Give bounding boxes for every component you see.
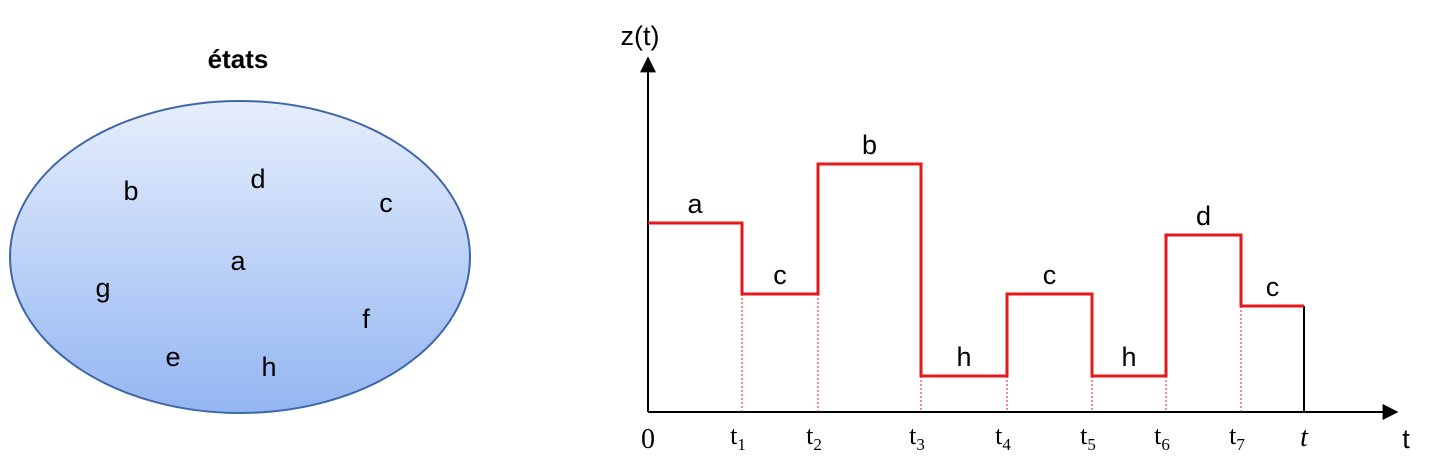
x-axis-label: t [1402, 424, 1410, 454]
tick-label-t5: t5 [1080, 421, 1096, 454]
segment-label-b: b [862, 130, 877, 160]
tick-label-t3: t3 [909, 421, 925, 454]
tick-label-t6: t6 [1154, 421, 1170, 454]
states-ellipse [9, 100, 471, 414]
segment-label-a: a [687, 189, 703, 219]
state-label-c: c [379, 188, 393, 218]
state-label-f: f [362, 304, 370, 334]
y-axis-label: z(t) [621, 21, 660, 51]
tick-label-t4: t4 [995, 421, 1011, 454]
origin-label: 0 [641, 424, 655, 455]
states-panel: états b d c a g f e h [9, 44, 471, 414]
segment-labels: a c b h c h d c [687, 130, 1279, 372]
time-tick-labels: t1 t2 t3 t4 t5 t6 t7 [730, 421, 1245, 454]
state-label-d: d [250, 164, 265, 194]
state-label-e: e [165, 342, 180, 372]
tick-label-t2: t2 [806, 421, 822, 454]
segment-label-c: c [773, 260, 787, 290]
segment-label-d: d [1196, 201, 1211, 231]
state-trajectory-line [648, 162, 1304, 378]
state-label-a: a [230, 246, 246, 276]
segment-label-c: c [1266, 272, 1280, 302]
tick-label-t7: t7 [1229, 421, 1245, 454]
chart: z(t) t 0 t a c b h c h d c t1 t2 t3 t4 t5 t6 t7 [621, 21, 1411, 455]
segment-label-c: c [1043, 260, 1057, 290]
segment-label-h: h [1121, 342, 1136, 372]
tick-label-t1: t1 [730, 421, 746, 454]
state-label-g: g [95, 273, 110, 303]
state-label-b: b [123, 176, 138, 206]
states-title: états [208, 44, 269, 74]
end-time-label: t [1300, 422, 1309, 453]
state-label-h: h [261, 352, 276, 382]
segment-label-h: h [956, 342, 971, 372]
drop-lines [741, 294, 1242, 412]
